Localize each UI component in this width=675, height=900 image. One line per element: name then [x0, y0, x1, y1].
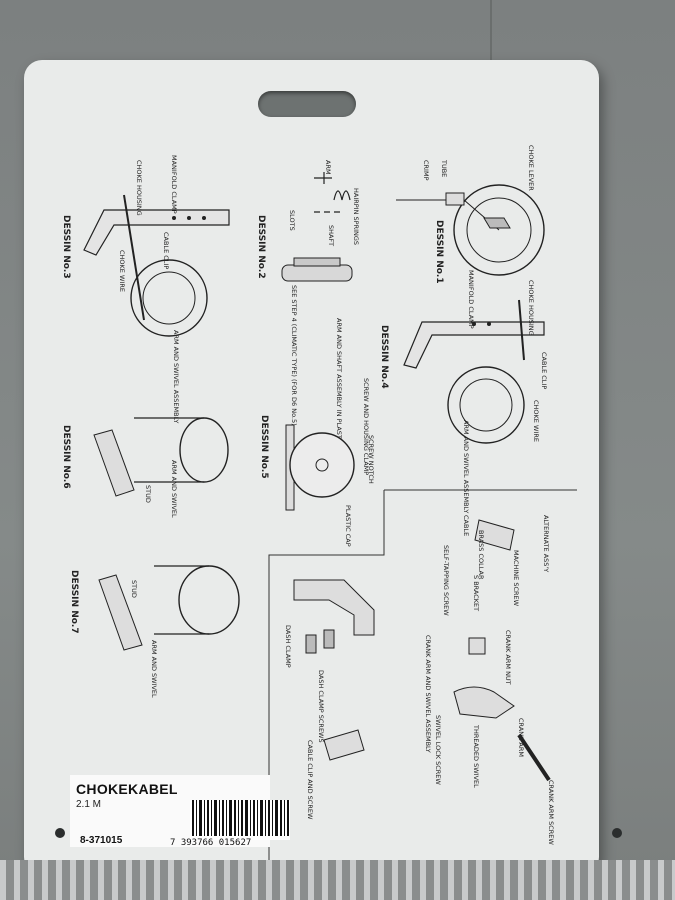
label-dash-clamp-screws: DASH CLAMP SCREWS — [317, 670, 325, 743]
label-tube: TUBE — [440, 159, 448, 177]
label-hairpin-springs: HAIRPIN SPRINGS — [352, 188, 360, 245]
label-plastic-cap: PLASTIC CAP — [344, 505, 352, 547]
barcode — [190, 800, 290, 840]
label-crimp: CRIMP — [422, 160, 430, 181]
shelf-hole — [55, 828, 65, 838]
label-choke-lever: CHOKE LEVER — [527, 145, 535, 191]
label-screw-notch: SCREW NOTCH — [367, 435, 375, 484]
product-length: 2.1 M — [76, 799, 102, 810]
divider-line — [268, 490, 385, 875]
label-crank-arm: CRANK ARM — [517, 718, 525, 757]
label-stud-7: STUD — [130, 580, 138, 598]
label-cable-clip: CABLE CLIP — [162, 232, 170, 269]
label-self-tapping-screw: SELF-TAPPING SCREW — [442, 545, 450, 616]
store-shelf — [0, 860, 675, 900]
hang-hole — [258, 91, 356, 117]
label-alternate-assy: ALTERNATE ASS'Y — [542, 515, 550, 572]
dessin-2-title: DESSIN No.2 — [256, 215, 266, 279]
label-see-step-4: SEE STEP 4 (CLIMATIC TYPE) (FOR D6 No.5) — [290, 285, 298, 426]
dessin-4-diagram: DESSIN No.4 MANIFOLD CLAMP CHOKE HOUSING… — [379, 270, 548, 513]
dessin-1-diagram: DESSIN No.1 CHOKE LEVER TUBE CRIMP — [396, 145, 545, 284]
label-slots: SLOTS — [288, 210, 296, 231]
label-threaded-swivel: THREADED SWIVEL — [472, 724, 480, 788]
label-choke-housing: CHOKE HOUSING — [135, 160, 143, 216]
label-machine-screw: MACHINE SCREW — [512, 550, 520, 607]
label-swivel-lock-screw: SWIVEL LOCK SCREW — [434, 715, 442, 785]
label-manifold-clamp-4: MANIFOLD CLAMP — [467, 270, 475, 329]
dessin-1-title: DESSIN No.1 — [434, 220, 444, 284]
label-manifold-clamp: MANIFOLD CLAMP — [170, 155, 178, 214]
dessin-3-diagram: DESSIN No.3 MANIFOLD CLAMP CHOKE HOUSING… — [61, 155, 230, 423]
label-arm-and-swivel-6: ARM AND SWIVEL — [170, 460, 178, 518]
label-stud-6: STUD — [144, 485, 152, 503]
label-arm: ARM — [324, 160, 332, 175]
label-arm-and-swivel-7: ARM AND SWIVEL — [150, 640, 158, 698]
shelf-hole — [612, 828, 622, 838]
dessin-5-title: DESSIN No.5 — [259, 415, 269, 479]
label-s-bracket: S BRACKET — [472, 575, 480, 611]
barcode-bars — [192, 800, 289, 836]
instruction-diagrams: DESSIN No.1 CHOKE LEVER TUBE CRIMP DESSI… — [61, 145, 577, 875]
barcode-number: 7 393766 015627 — [170, 838, 252, 848]
dessin-6-title: DESSIN No.6 — [61, 425, 71, 489]
dessin-2-diagram: DESSIN No.2 HAIRPIN SPRINGS ARM SHAFT SL… — [256, 160, 360, 460]
label-choke-wire: CHOKE WIRE — [118, 250, 126, 292]
label-crank-arm-nut: CRANK ARM NUT — [504, 630, 512, 685]
label-choke-housing-4: CHOKE HOUSING — [527, 280, 535, 336]
dessin-7-diagram: DESSIN No.7 STUD ARM AND SWIVEL — [69, 565, 240, 698]
product-name: CHOKEKABEL — [76, 781, 178, 797]
dessin-6-diagram: DESSIN No.6 ARM AND SWIVEL STUD — [61, 417, 229, 518]
blister-card: DESSIN No.1 CHOKE LEVER TUBE CRIMP DESSI… — [24, 60, 599, 875]
dessin-4-title: DESSIN No.4 — [379, 325, 389, 389]
label-arm-swivel-4: ARM AND SWIVEL ASSEMBLY — [462, 420, 470, 513]
label-cable-clip-and-screw: CABLE CLIP AND SCREW — [306, 740, 314, 820]
label-arm-swivel-assembly: ARM AND SWIVEL ASSEMBLY — [172, 330, 180, 423]
parts-diagram: ALTERNATE ASS'Y MACHINE SCREW BRASS COLL… — [284, 515, 555, 845]
dessin-5-diagram: DESSIN No.5 SCREW AND HOUSING CLAMP SCRE… — [259, 378, 375, 547]
dessin-7-title: DESSIN No.7 — [69, 570, 79, 634]
label-dash-clamp: DASH CLAMP — [284, 625, 292, 668]
dessin-3-title: DESSIN No.3 — [61, 215, 71, 279]
label-brass-collar: BRASS COLLAR — [477, 530, 485, 580]
article-number: 8-371015 — [80, 835, 123, 846]
label-screw-housing-clamp: SCREW AND HOUSING CLAMP — [362, 378, 370, 475]
label-choke-wire-4: CHOKE WIRE — [532, 400, 540, 442]
label-crank-arm-swivel-assembly: CRANK ARM AND SWIVEL ASSEMBLY — [424, 635, 432, 753]
label-crank-arm-screw: CRANK ARM SCREW — [547, 780, 555, 845]
label-arm-shaft-assembly: ARM AND SHAFT ASSEMBLY IN PLASTIC CAP — [335, 318, 343, 460]
label-cable-part: CABLE — [462, 515, 470, 536]
label-cable-clip-4: CABLE CLIP — [540, 352, 548, 389]
label-shaft: SHAFT — [327, 225, 335, 246]
